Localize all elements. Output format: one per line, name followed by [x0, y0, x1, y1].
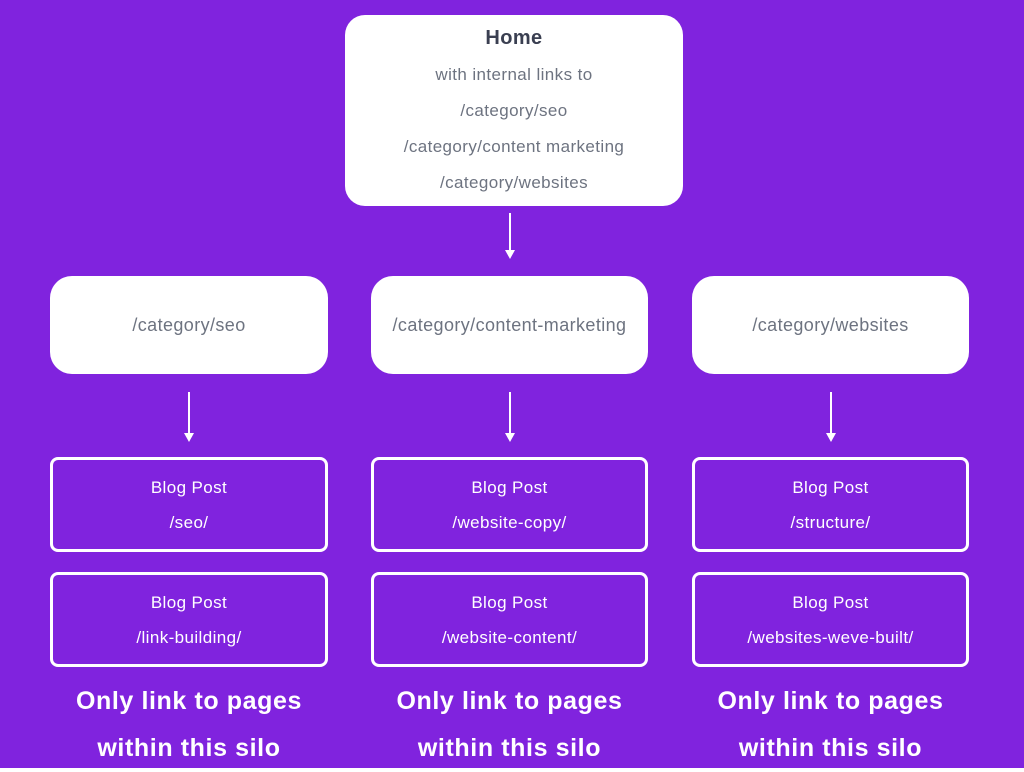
category-label: /category/websites [752, 314, 909, 335]
blog-post-label: Blog Post [150, 477, 228, 497]
arrow-down-icon [504, 392, 515, 442]
arrow-down-icon [184, 392, 194, 442]
silo-caption-line: Only link to pages [396, 687, 623, 715]
silo-column-content-marketing: /category/content-marketing Blog Post /w… [371, 276, 648, 768]
blog-post-label: Blog Post [471, 592, 548, 612]
home-link-content-marketing: /category/content marketing [403, 137, 625, 156]
category-box-content-marketing: /category/content-marketing [371, 276, 648, 374]
blog-post-box: Blog Post /structure/ [692, 457, 969, 552]
home-subtitle: with internal links to [435, 65, 593, 84]
silo-caption-line: within this silo [97, 734, 281, 762]
category-label: /category/content-marketing [392, 314, 627, 335]
arrow-down-icon [825, 392, 836, 442]
home-link-seo: /category/seo [460, 101, 568, 120]
blog-post-box: Blog Post /seo/ [50, 457, 328, 552]
blog-post-slug: /website-content/ [441, 627, 578, 647]
silo-column-websites: /category/websites Blog Post /structure/… [692, 276, 969, 768]
silo-column-seo: /category/seo Blog Post /seo/ Blog Post … [50, 276, 328, 768]
blog-post-slug: /websites-weve-built/ [747, 627, 914, 647]
blog-post-label: Blog Post [792, 477, 869, 497]
silo-caption-line: Only link to pages [75, 687, 303, 715]
blog-post-slug: /link-building/ [136, 627, 242, 647]
blog-post-label: Blog Post [471, 477, 548, 497]
blog-post-box: Blog Post /link-building/ [50, 572, 328, 667]
silo-caption: Only link to pages within this silo [371, 678, 648, 772]
silo-caption-line: within this silo [738, 734, 923, 762]
blog-post-label: Blog Post [792, 592, 869, 612]
blog-post-slug: /structure/ [790, 512, 871, 532]
silo-caption: Only link to pages within this silo [692, 678, 969, 772]
blog-post-slug: /website-copy/ [452, 512, 567, 532]
home-box: Home with internal links to /category/se… [345, 15, 683, 206]
category-box-websites: /category/websites [692, 276, 969, 374]
arrow-down-icon [505, 213, 515, 259]
blog-post-box: Blog Post /websites-weve-built/ [692, 572, 969, 667]
silo-caption: Only link to pages within this silo [50, 678, 328, 772]
silo-caption-line: within this silo [417, 734, 602, 762]
home-link-websites: /category/websites [440, 173, 588, 192]
blog-post-box: Blog Post /website-copy/ [371, 457, 648, 552]
silo-caption-line: Only link to pages [717, 687, 944, 715]
blog-post-slug: /seo/ [169, 512, 209, 532]
blog-post-label: Blog Post [150, 592, 228, 612]
home-title: Home [485, 27, 543, 49]
category-box-seo: /category/seo [50, 276, 328, 374]
category-label: /category/seo [132, 314, 246, 335]
blog-post-box: Blog Post /website-content/ [371, 572, 648, 667]
